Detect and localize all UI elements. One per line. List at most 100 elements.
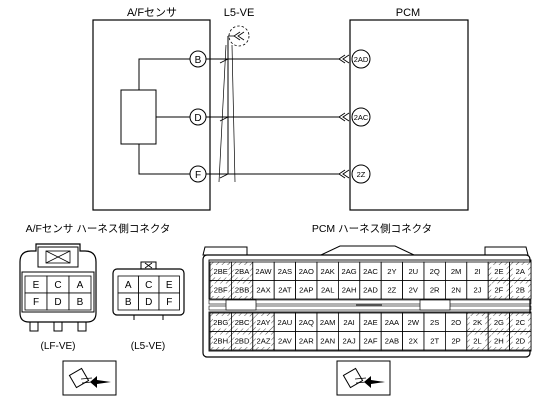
pcm-connector-title: PCM ハーネス側コネクタ	[312, 222, 432, 235]
pcm-pin-frame-2ba	[231, 262, 253, 281]
pcm-pin-frame-2az	[252, 331, 275, 350]
pcm-pin-label-2a: 2A	[516, 267, 526, 276]
pcm-pin-label-2k: 2K	[473, 318, 482, 327]
pcm-pin-frame-2bg	[210, 313, 232, 332]
pcm-terminal-2z-label: 2Z	[357, 170, 366, 179]
pcm-pin-label-2r: 2R	[430, 285, 440, 294]
pcm-pin-label-2i: 2I	[474, 267, 480, 276]
pcm-pin-frame-2bb	[231, 280, 253, 299]
pcm-pin-label-2bd: 2BD	[235, 336, 250, 345]
lfve-pin-label-a: A	[77, 280, 84, 291]
pcm-connector	[202, 245, 532, 358]
pcm-terminal-2ac	[351, 107, 371, 127]
pcm-pin-label-2j: 2J	[473, 285, 481, 294]
pcm-pin-label-2av: 2AV	[278, 336, 293, 345]
pcm-terminal-2z	[351, 164, 371, 184]
pcm-pin-label-2ab: 2AB	[385, 336, 399, 345]
pcm-pin-label-2af: 2AF	[364, 336, 378, 345]
pcm-pin-label-2ad: 2AD	[363, 285, 378, 294]
pcm-pin-frame-2g	[488, 313, 510, 332]
pcm-pin-label-2w: 2W	[408, 318, 420, 327]
pcm-pin-label-2au: 2AU	[278, 318, 293, 327]
pcm-pin-label-2aj: 2AJ	[343, 336, 356, 345]
pcm-pin-label-2aa: 2AA	[385, 318, 400, 327]
pcm-pin-label-2bg: 2BG	[213, 318, 228, 327]
pcm-pin-label-2p: 2P	[451, 336, 460, 345]
pcm-terminal-2ad	[351, 49, 371, 69]
sensor-terminal-b	[189, 50, 207, 68]
pcm-pin-label-2ap: 2AP	[299, 285, 313, 294]
pcm-pin-frame-2bc	[231, 313, 253, 332]
pcm-pin-label-2g: 2G	[494, 318, 504, 327]
lfve-pin-label-d: D	[54, 297, 61, 308]
pcm-pin-label-2at: 2AT	[278, 285, 292, 294]
pcm-pin-frame-2l	[466, 331, 489, 350]
pcm-terminal-2ad-label: 2AD	[354, 55, 369, 64]
pcm-pin-label-2bf: 2BF	[214, 285, 228, 294]
pcm-label: PCM	[396, 7, 420, 19]
l5ve-pin-label-b: B	[125, 297, 132, 308]
pcm-pin-label-2o: 2O	[451, 318, 461, 327]
sensor-terminal-d	[189, 108, 207, 126]
pcm-pin-label-2m: 2M	[451, 267, 462, 276]
l5ve-connector	[112, 261, 185, 320]
pcm-pin-label-2f: 2F	[494, 285, 503, 294]
lfve-connector	[19, 243, 97, 332]
pcm-pin-label-2ah: 2AH	[342, 285, 357, 294]
pcm-pin-frame-2b	[509, 280, 532, 299]
sensor-terminal-b-label: B	[195, 55, 202, 66]
pcm-pin-label-2be: 2BE	[214, 267, 228, 276]
pcm-pin-frame-2k	[466, 313, 489, 332]
wire-element-b	[138, 58, 190, 90]
l5ve-caption: (L5-VE)	[131, 341, 165, 352]
l5ve-pin-label-a: A	[125, 280, 132, 291]
l5ve-pin-label-f: F	[166, 297, 172, 308]
pcm-pin-label-2d: 2D	[515, 336, 525, 345]
view-direction-icon-left	[62, 360, 117, 396]
pcm-pin-label-2ag: 2AG	[341, 267, 356, 276]
pcm-pin-label-2h: 2H	[494, 336, 504, 345]
pcm-pin-frame-2bh	[210, 331, 232, 350]
pcm-pin-label-2am: 2AM	[320, 318, 336, 327]
pcm-pin-label-2al: 2AL	[321, 285, 335, 294]
l5ve-label: L5-VE	[224, 7, 255, 19]
lfve-pin-label-e: E	[33, 280, 40, 291]
pcm-pin-frame-2h	[488, 331, 510, 350]
l5ve-pin-f	[158, 292, 180, 311]
sensor-element	[120, 89, 157, 145]
pcm-pin-frame-2bf	[210, 280, 232, 299]
l5ve-pin-label-e: E	[166, 280, 173, 291]
l5ve-pin-label-d: D	[145, 297, 152, 308]
pcm-pin-frame-2d	[509, 331, 532, 350]
lfve-pin-label-c: C	[54, 280, 61, 291]
pcm-pin-label-2ba: 2BA	[235, 267, 250, 276]
sensor-terminal-d-label: D	[194, 113, 201, 124]
pcm-pin-label-2l: 2L	[473, 336, 481, 345]
pcm-pin-label-2c: 2C	[515, 318, 525, 327]
pcm-pin-label-2bh: 2BH	[213, 336, 228, 345]
lfve-pin-label-f: F	[33, 297, 39, 308]
pcm-pin-label-2t: 2T	[430, 336, 439, 345]
pcm-pin-label-2y: 2Y	[387, 267, 396, 276]
pcm-pin-label-2bb: 2BB	[235, 285, 249, 294]
pcm-pin-label-2aw: 2AW	[255, 267, 272, 276]
pcm-pin-label-2s: 2S	[430, 318, 439, 327]
pcm-pin-label-2aq: 2AQ	[299, 318, 314, 327]
pcm-pin-label-2q: 2Q	[430, 267, 440, 276]
pcm-pin-frame-2e	[488, 262, 510, 281]
af-sensor-label: A/Fセンサ	[127, 6, 177, 19]
pcm-pin-label-2ac: 2AC	[363, 267, 378, 276]
view-direction-icon-right	[336, 360, 391, 396]
pcm-box	[349, 19, 469, 211]
pcm-pin-label-2ax: 2AX	[256, 285, 270, 294]
pcm-pin-label-2z: 2Z	[387, 285, 396, 294]
pcm-pin-label-2e: 2E	[494, 267, 503, 276]
pcm-pin-label-2v: 2V	[409, 285, 419, 294]
pcm-pin-frame-2f	[488, 280, 510, 299]
pcm-pin-label-2az: 2AZ	[257, 336, 271, 345]
pcm-pin-label-2an: 2AN	[320, 336, 335, 345]
pcm-pin-frame-2bd	[231, 331, 253, 350]
lfve-pin-label-b: B	[77, 297, 84, 308]
pcm-pin-frame-2c	[509, 313, 532, 332]
sensor-terminal-f-label: F	[195, 170, 201, 181]
